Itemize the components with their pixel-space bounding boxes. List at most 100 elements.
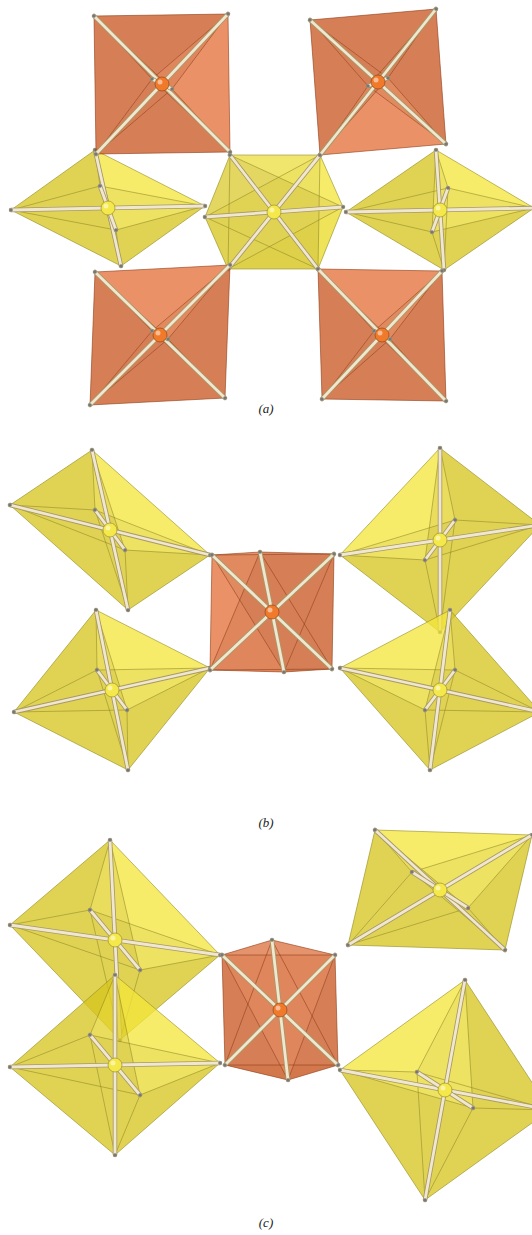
bond-outline [378, 9, 436, 82]
octahedron-edge [10, 925, 140, 970]
anion-atom [123, 548, 127, 552]
anion-atom [223, 396, 227, 400]
bond [310, 20, 378, 82]
anion-atom [338, 553, 342, 557]
atom-highlight [374, 78, 379, 83]
octahedron-face [340, 448, 440, 560]
bond-outline [436, 150, 440, 210]
anion-atom [203, 204, 207, 208]
octahedron-edge [90, 910, 220, 955]
bond-outline [112, 690, 128, 770]
atom-highlight [436, 886, 441, 891]
anion-atom [88, 908, 92, 912]
bond-outline [417, 1072, 445, 1090]
bond [94, 16, 162, 84]
anion-atom [446, 186, 450, 190]
bond [346, 210, 440, 212]
anion-atom [344, 210, 348, 214]
octahedron-edge [310, 9, 436, 20]
bond-outline [320, 82, 378, 155]
anion-atom [126, 608, 130, 612]
bond [110, 530, 210, 555]
octahedron-edge [368, 9, 436, 86]
bond [280, 1010, 288, 1080]
octahedron-edge [11, 150, 95, 210]
octahedron-edge [100, 186, 121, 266]
bond-outline [348, 890, 440, 945]
bond [318, 269, 382, 335]
bond [440, 890, 505, 950]
octahedron-edge [127, 668, 210, 710]
bond [96, 84, 162, 154]
octahedron-edge [94, 14, 228, 16]
bond-outline [322, 335, 382, 399]
octahedron-edge [95, 265, 230, 272]
octahedron-edge [272, 940, 335, 955]
bond-outline [230, 155, 274, 212]
octahedron-edge [210, 555, 212, 670]
anion-atom [113, 1153, 117, 1157]
bond-outline [115, 1063, 220, 1065]
yellow-octahedron [9, 148, 207, 268]
octahedron-edge [348, 908, 468, 945]
bond-outline [205, 212, 274, 217]
bond-outline [280, 955, 335, 1010]
octahedron-edge [94, 16, 96, 154]
bond [272, 940, 280, 1010]
octahedron-edge [425, 610, 450, 710]
octahedron-edge [340, 1070, 473, 1108]
yellow-octahedron [8, 448, 212, 612]
atom-highlight [268, 608, 273, 613]
bond-outline [162, 14, 228, 84]
cation-atom [375, 328, 389, 342]
bond-outline [346, 210, 440, 212]
octahedron-edge [225, 1065, 338, 1066]
octahedron-edge [340, 448, 440, 555]
bond-outline [112, 668, 210, 690]
bond [375, 830, 440, 890]
octahedron-edge [473, 1108, 532, 1110]
bond [274, 212, 318, 269]
anion-atom [430, 230, 434, 234]
octahedron-edge [212, 555, 284, 672]
bond-outline [95, 150, 108, 208]
yellow-octahedron [8, 973, 222, 1157]
octahedron-edge [230, 155, 320, 156]
octahedron-edge [468, 835, 532, 908]
anion-atom [125, 708, 129, 712]
octahedron-face [212, 552, 334, 555]
octahedron-edge [284, 669, 332, 672]
cation-atom [433, 683, 447, 697]
octahedron-edge [90, 398, 225, 405]
octahedron-face [340, 610, 450, 710]
octahedron-edge [115, 975, 140, 1095]
bond-outline [96, 610, 112, 690]
orange-octahedron [316, 267, 448, 403]
octahedron-edge [140, 955, 220, 970]
octahedron-edge [228, 14, 230, 152]
atom-highlight [106, 526, 111, 531]
octahedron-edge [92, 450, 210, 555]
octahedron-face [96, 610, 210, 710]
bond-outline [440, 208, 532, 210]
octahedron-edge [92, 450, 125, 550]
anion-atom [9, 208, 13, 212]
octahedron-edge [375, 830, 468, 908]
octahedron-edge [100, 186, 205, 206]
bond [280, 1010, 338, 1065]
octahedron-edge [284, 554, 334, 672]
octahedron-edge [115, 1095, 140, 1155]
bond [97, 670, 112, 690]
anion-atom [346, 943, 350, 947]
octahedron-edge [90, 272, 95, 405]
octahedron-edge [455, 520, 532, 525]
octahedron-edge [225, 940, 272, 1065]
anion-atom [8, 503, 12, 507]
octahedron-face [92, 450, 210, 555]
yellow-octahedron [346, 828, 532, 952]
octahedron-edge [465, 980, 532, 1110]
octahedron-edge [318, 269, 442, 271]
anion-atom [320, 397, 324, 401]
bond-outline [382, 335, 446, 401]
bond [10, 1065, 115, 1067]
